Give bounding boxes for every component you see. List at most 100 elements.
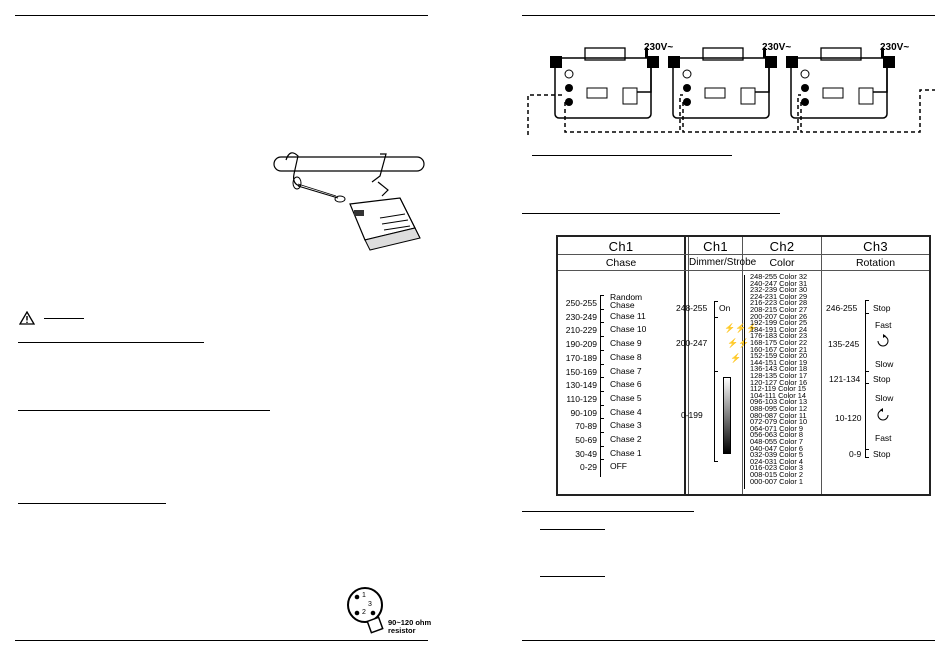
color-row: 200-207 Color 26: [750, 311, 808, 321]
rotation-label: Fast: [875, 320, 892, 330]
color-row: 104-111 Color 14: [750, 390, 807, 400]
color-row: 032-039 Color 5: [750, 450, 804, 460]
clockwise-rotation-icon: [877, 334, 889, 347]
chase-label: Chase 4: [610, 407, 642, 417]
power-label: 230V~: [880, 42, 910, 53]
header-rule-left: [15, 15, 428, 16]
tick: [714, 371, 718, 372]
ch3-rotation-header: Ch3: [863, 239, 888, 254]
heading-underline: [18, 342, 204, 343]
chase-tick: [600, 350, 604, 351]
footer-rule-left: [15, 640, 428, 641]
rotation-label: Stop: [873, 374, 891, 384]
power-label: 230V~: [644, 42, 674, 53]
header-rule-right: [522, 15, 935, 16]
chase-tick: [600, 377, 604, 378]
ch2-color-header: Ch2: [769, 239, 795, 254]
color-subheader: Color: [769, 257, 795, 269]
color-row: 168-175 Color 22: [750, 338, 808, 347]
chase-range: 30-49: [575, 449, 597, 459]
chase-label: Chase 1: [610, 448, 642, 458]
tick: [714, 317, 718, 318]
color-scale-line: [744, 275, 745, 489]
chase-range: 70-89: [575, 421, 597, 431]
color-row: 208-215 Color 27: [750, 305, 808, 314]
dimmer-on-range: 248-255: [676, 303, 708, 313]
heading-underline: [522, 511, 694, 512]
truss-mount-illustration: [273, 152, 425, 251]
table-divider: [742, 237, 743, 494]
chase-tick: [600, 364, 604, 365]
color-row: 144-151 Color 19: [750, 357, 808, 367]
tick: [865, 449, 869, 450]
table-divider: [688, 237, 689, 494]
color-row: 080-087 Color 11: [750, 410, 807, 420]
color-row: 072-079 Color 10: [750, 417, 808, 427]
color-row: 184-191 Color 24: [750, 324, 808, 334]
dimmer-gradient-bar: [723, 377, 731, 454]
color-row: 000-007 Color 1: [750, 476, 804, 486]
chase-label: Chase 10: [610, 324, 647, 334]
chase-range: 190-209: [565, 339, 597, 349]
color-row: 088-095 Color 12: [750, 404, 808, 413]
tick: [865, 313, 869, 314]
heading-underline: [540, 529, 605, 530]
color-row: 232-239 Color 30: [750, 285, 808, 295]
daisy-chain-diagram: [527, 47, 935, 135]
heading-underline: [522, 213, 780, 214]
dimmer-on-label: On: [719, 303, 731, 313]
chase-tick: [600, 446, 604, 447]
resistor-label: 90~120 ohm resistor: [388, 618, 432, 635]
heading-underline: [540, 576, 605, 577]
chase-tick: [600, 309, 604, 310]
heading-underline: [18, 503, 166, 504]
chase-label: Random Chase: [610, 292, 643, 310]
rotation-label: Slow: [875, 393, 894, 403]
table-divider: [821, 237, 822, 494]
chase-tick: [600, 322, 604, 323]
chase-label: Chase 9: [610, 338, 642, 348]
rotation-subheader: Rotation: [855, 257, 896, 269]
table-divider: [558, 270, 929, 271]
dimmer-scale-line: [714, 301, 715, 461]
chase-scale-line: [600, 295, 601, 477]
rotation-range: 121-134: [829, 374, 861, 384]
color-row: 024-031 Color 4: [750, 456, 804, 466]
heading-underline: [44, 318, 84, 319]
chase-label: Chase 5: [610, 393, 642, 403]
color-row: 152-159 Color 20: [750, 351, 808, 361]
strobe-medium-icon: ⚡⚡: [727, 338, 750, 348]
chase-range: 130-149: [565, 380, 597, 390]
chase-label: Chase 3: [610, 420, 642, 430]
color-row: 008-015 Color 2: [750, 470, 804, 479]
tick: [865, 457, 869, 458]
chase-range: 110-129: [566, 394, 597, 404]
dimmer-range: 0-199: [681, 410, 703, 420]
chase-range: 0-29: [579, 462, 597, 472]
chase-range: 150-169: [565, 367, 597, 377]
chase-label: Chase 6: [610, 379, 642, 389]
color-row: 064-071 Color 9: [750, 423, 804, 433]
ch1-dimmer-header: Ch1: [703, 239, 728, 254]
chase-subheader: Chase: [605, 257, 637, 269]
color-row: 136-143 Color 18: [750, 364, 808, 374]
rotation-label: Stop: [873, 449, 891, 459]
rotation-label: Fast: [875, 433, 892, 443]
table-divider: [684, 237, 686, 494]
connector-pin-3: 3: [368, 601, 372, 608]
tick: [714, 301, 718, 302]
chase-label: Chase 2: [610, 434, 642, 444]
chase-tick: [600, 459, 604, 460]
rotation-label: Stop: [873, 303, 891, 313]
color-row: 240-247 Color 31: [750, 278, 808, 288]
connector-pin-2: 2: [362, 609, 366, 616]
color-row: 096-103 Color 13: [750, 397, 808, 407]
xlr-connector-icon: [347, 587, 384, 634]
chase-range: 210-229: [565, 325, 597, 335]
chase-range: 230-249: [565, 312, 597, 322]
strobe-fast-icon: ⚡⚡⚡: [724, 323, 758, 333]
rotation-label: Slow: [875, 359, 894, 369]
chase-label: Chase 7: [610, 366, 642, 376]
dimmer-strobe-subheader: Dimmer/Strobe: [689, 257, 757, 268]
chase-tick: [600, 418, 604, 419]
